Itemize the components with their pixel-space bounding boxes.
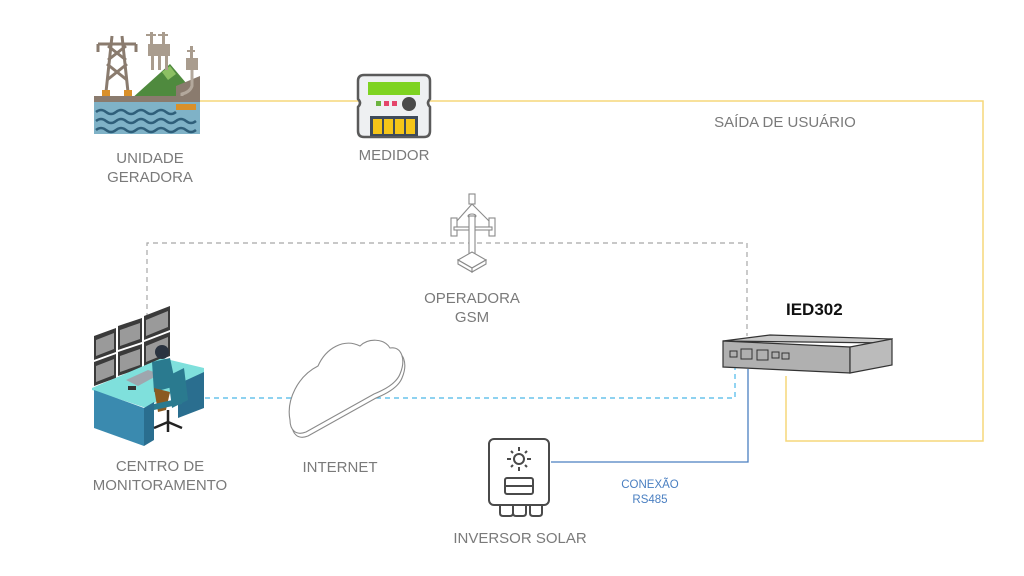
ied-title: IED302 bbox=[786, 300, 843, 319]
meter-label: MEDIDOR bbox=[358, 147, 430, 164]
gsm-label: OPERADORA GSM bbox=[424, 290, 520, 326]
solar-inverter-icon bbox=[488, 438, 550, 517]
monitoring-center-icon bbox=[92, 306, 204, 446]
cloud-icon bbox=[288, 339, 406, 438]
energy-meter-icon bbox=[356, 73, 432, 139]
gsm-dashed-line bbox=[146, 242, 748, 336]
rs485-line bbox=[551, 369, 749, 463]
user-output-label: SAÍDA DE USUÁRIO bbox=[714, 114, 856, 131]
cell-tower-icon bbox=[450, 193, 496, 273]
generator-label: UNIDADE GERADORA bbox=[107, 150, 193, 186]
inverter-label: INVERSOR SOLAR bbox=[453, 530, 587, 547]
hydro-power-plant-icon bbox=[94, 32, 200, 134]
monitoring-label: CENTRO DE MONITORAMENTO bbox=[92, 458, 228, 494]
rs485-label: CONEXÃO RS485 bbox=[621, 479, 679, 506]
internet-label: INTERNET bbox=[302, 459, 378, 476]
ied-device-icon bbox=[722, 334, 893, 374]
user-output-line bbox=[198, 100, 984, 442]
internet-dashed-line bbox=[205, 368, 736, 399]
